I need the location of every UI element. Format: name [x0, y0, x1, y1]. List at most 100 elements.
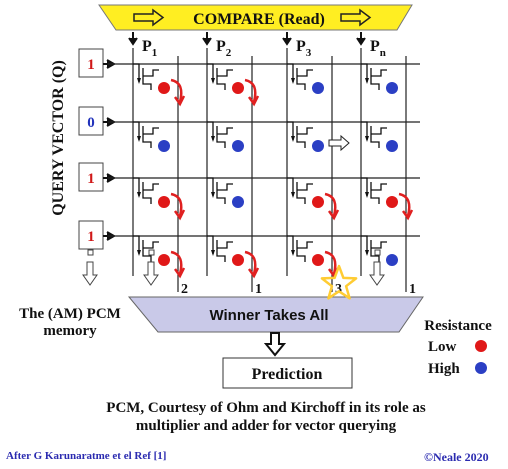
transistor-gate-icon — [365, 136, 369, 142]
transistor-gate-icon — [291, 136, 295, 142]
pcm-cell — [133, 121, 170, 152]
transistor-gate-icon — [291, 192, 295, 198]
query-box — [78, 106, 104, 136]
legend-high-dot — [475, 362, 487, 374]
transistor-icon — [207, 121, 233, 148]
hollow-down-arrow-icon — [143, 261, 159, 286]
column-down-arrow-icon — [356, 32, 366, 46]
transistor-icon — [287, 177, 313, 204]
crossbar-grid — [108, 48, 420, 292]
below-grid-markers — [82, 249, 385, 286]
transistor-gate-icon — [211, 136, 215, 142]
high-resistance-dot — [386, 140, 398, 152]
current-arrowhead-icon — [173, 267, 186, 279]
current-arrow-icon — [170, 250, 183, 275]
low-resistance-dot — [312, 196, 324, 208]
column-down-arrow-icon — [282, 32, 292, 46]
low-resistance-dot — [386, 196, 398, 208]
transistor-gate-icon — [365, 78, 369, 84]
current-arrow-icon — [324, 250, 337, 275]
transistor-icon — [361, 177, 387, 204]
current-arrow-icon — [170, 192, 183, 217]
current-arrowhead-icon — [247, 267, 260, 279]
current-arrowhead-icon — [401, 209, 414, 221]
query-value: 0 — [87, 115, 95, 131]
winner-takes-all-text: Winner Takes All — [209, 307, 328, 324]
pcm-cell — [361, 121, 398, 152]
transistor-gate-icon — [365, 250, 369, 256]
column-marker-square — [148, 249, 155, 256]
current-arrow-icon — [170, 78, 183, 103]
low-resistance-dot — [232, 254, 244, 266]
current-arrow-icon — [398, 192, 411, 217]
query-box — [78, 220, 104, 250]
query-vector-label: QUERY VECTOR (Q) — [50, 60, 67, 216]
query-vector-boxes: 1 0 1 1 — [78, 48, 117, 250]
legend-title: Resistance — [424, 318, 492, 334]
high-resistance-dot — [232, 140, 244, 152]
transistor-icon — [361, 121, 387, 148]
query-value: 1 — [87, 171, 95, 187]
transistor-icon — [133, 177, 159, 204]
pcm-cell — [133, 177, 186, 221]
pcm-cell — [287, 177, 340, 221]
transistor-icon — [133, 235, 159, 262]
transistor-gate-icon — [211, 78, 215, 84]
pcm-cell — [207, 235, 260, 279]
transistor-gate-icon — [137, 192, 141, 198]
pcm-cell — [207, 177, 244, 208]
pcm-cell — [287, 235, 340, 279]
hollow-right-arrow-icon — [328, 134, 350, 152]
legend-high-label: High — [428, 361, 460, 377]
column-output-value: 1 — [255, 282, 262, 297]
current-arrow-icon — [324, 192, 337, 217]
transistor-gate-icon — [137, 78, 141, 84]
pcm-cell — [361, 63, 398, 94]
column-header-label: P2 — [216, 38, 232, 59]
compare-banner-shape — [98, 4, 413, 31]
winner-takes-all-block: Winner Takes All — [127, 296, 424, 333]
current-arrow-icon — [244, 78, 257, 103]
transistor-icon — [207, 177, 233, 204]
pcm-cell — [207, 121, 244, 152]
copyright-text: ©Neale 2020 — [424, 450, 489, 464]
column-marker-square — [374, 249, 381, 256]
high-resistance-dot — [232, 196, 244, 208]
transistor-icon — [361, 235, 387, 262]
transistor-icon — [133, 63, 159, 90]
transistor-gate-icon — [291, 78, 295, 84]
column-header-label: Pn — [370, 38, 386, 59]
transistor-gate-icon — [211, 250, 215, 256]
hollow-down-arrow-icon — [369, 261, 385, 286]
high-resistance-dot — [158, 140, 170, 152]
current-arrowhead-icon — [247, 95, 260, 107]
low-resistance-dot — [232, 82, 244, 94]
pcm-cell — [207, 63, 260, 107]
pcm-cells — [133, 63, 414, 279]
legend-low-label: Low — [428, 339, 457, 355]
query-value: 1 — [87, 57, 95, 73]
resistance-legend: Resistance Low High — [424, 318, 492, 377]
query-box — [78, 48, 104, 78]
current-arrowhead-icon — [173, 209, 186, 221]
hollow-down-arrow-icon — [82, 261, 98, 286]
prediction-box — [222, 357, 353, 389]
query-value: 1 — [87, 229, 95, 245]
low-resistance-dot — [312, 254, 324, 266]
transistor-icon — [287, 235, 313, 262]
column-output-value: 3 — [335, 282, 342, 297]
banner-left-arrow-icon — [133, 8, 165, 27]
transistor-gate-icon — [137, 250, 141, 256]
pcm-cell — [287, 121, 324, 152]
pcm-cell — [287, 63, 324, 94]
column-marker-square — [87, 249, 94, 256]
current-arrowhead-icon — [173, 95, 186, 107]
after-attribution: After G Karunaratme et el Ref [1] — [6, 450, 166, 462]
transistor-gate-icon — [211, 192, 215, 198]
column-down-arrow-icon — [128, 32, 138, 46]
transistor-icon — [287, 121, 313, 148]
caption-line2: multiplier and adder for vector querying — [136, 418, 397, 434]
transistor-icon — [207, 235, 233, 262]
